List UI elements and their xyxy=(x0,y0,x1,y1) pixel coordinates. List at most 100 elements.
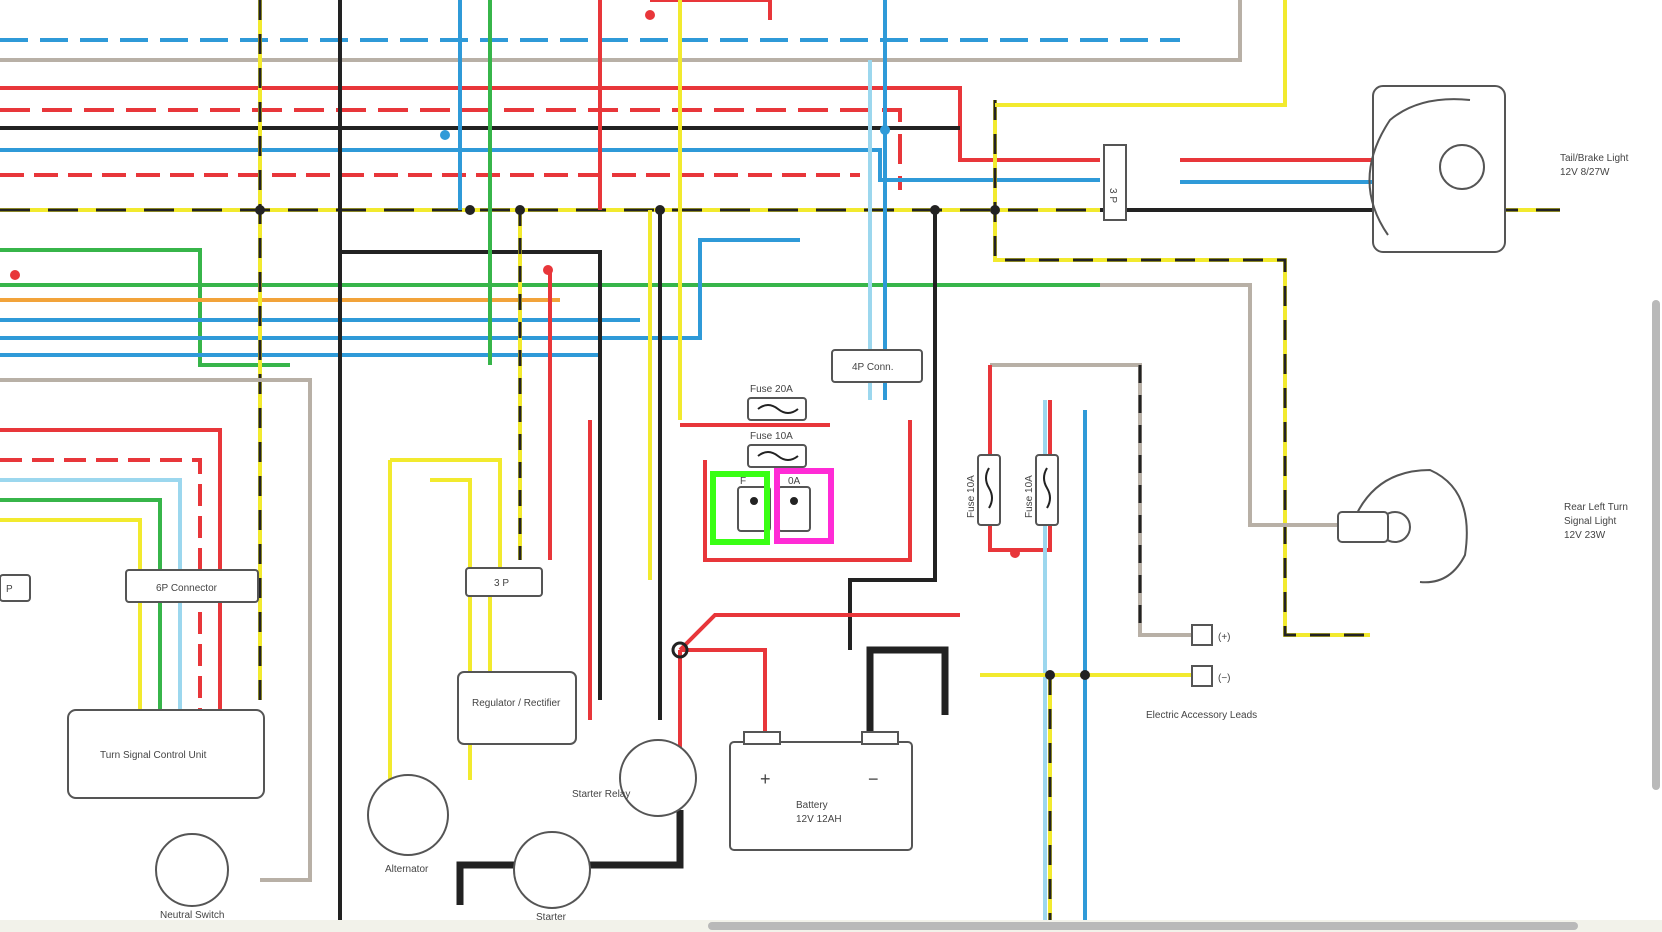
tail-brake-light-housing xyxy=(1372,85,1506,253)
connector-6p xyxy=(125,569,259,603)
tail-light-lens xyxy=(1368,98,1471,236)
label-battery: Battery xyxy=(796,800,828,811)
fuse-element xyxy=(1043,467,1051,509)
wire-red-black xyxy=(0,108,902,190)
label-conn-6p: 6P Connector xyxy=(156,583,218,594)
fuse-small-b xyxy=(777,486,811,532)
junction-dot xyxy=(465,205,475,215)
label-fuse-small-a: F xyxy=(740,476,746,487)
connector-p xyxy=(0,574,31,602)
label-alternator: Alternator xyxy=(385,864,429,875)
label-turn-signal-unit: Turn Signal Control Unit xyxy=(100,750,207,761)
alternator xyxy=(367,774,449,856)
label-rear-left-turn: Rear Left Turn xyxy=(1564,502,1628,513)
label-lead-plus: (+) xyxy=(1218,632,1231,643)
wire-gray-up xyxy=(1110,0,1242,62)
label-neutral-switch: Neutral Switch xyxy=(160,910,224,921)
junction-dot xyxy=(440,130,450,140)
junction-dot xyxy=(930,205,940,215)
wire-black-batt xyxy=(866,646,949,745)
label-conn-3p: 3 P xyxy=(494,578,509,589)
wire-blue-mid2 xyxy=(0,238,800,340)
lead-plus-terminal xyxy=(1191,624,1213,646)
wire-gray-turn xyxy=(1100,283,1355,527)
battery xyxy=(729,741,913,851)
junction-dot xyxy=(1010,548,1020,558)
label-electric-accessory: Electric Accessory Leads xyxy=(1146,710,1257,721)
fuse-element xyxy=(757,451,799,461)
junction-dot xyxy=(515,205,525,215)
fuse-element xyxy=(757,404,799,414)
label-fuse-small-b: 0A xyxy=(788,476,801,487)
wire-yb-up xyxy=(995,0,1287,107)
horizontal-scrollbar[interactable] xyxy=(708,922,1578,930)
wire-lb-low xyxy=(0,478,182,710)
wire-red-starter xyxy=(678,613,960,652)
label-tail-brake-light: Tail/Brake Light xyxy=(1560,153,1629,164)
junction-dot xyxy=(543,265,553,275)
label-lead-minus: (−) xyxy=(1218,673,1231,684)
junction-ring xyxy=(671,641,689,659)
wire-black-v8 xyxy=(848,210,937,650)
junction-dot xyxy=(1045,670,1055,680)
junction-dot xyxy=(880,125,890,135)
wire-red-batt xyxy=(680,648,767,745)
label-fuse-10a: Fuse 10A xyxy=(750,431,793,442)
turn-signal-socket xyxy=(1337,511,1389,543)
label-signal-light: Signal Light xyxy=(1564,516,1616,527)
junction-dot xyxy=(990,205,1000,215)
tail-light-bulb xyxy=(1439,144,1485,190)
battery-terminal-plus xyxy=(743,731,781,745)
fuse-contact xyxy=(750,497,758,505)
wire-black-relay xyxy=(600,810,684,869)
junction-dot xyxy=(10,270,20,280)
label-fuse-vertical-b: Fuse 10A xyxy=(1024,475,1035,518)
wire-black-vert xyxy=(338,0,602,700)
junction-dot xyxy=(655,205,665,215)
junction-dot xyxy=(645,10,655,20)
wire-yellow-low xyxy=(0,518,142,710)
wire-gray-low xyxy=(0,378,312,882)
label-tail-brake-spec: 12V 8/27W xyxy=(1560,167,1610,178)
label-battery-plus: + xyxy=(760,769,771,789)
junction-dot xyxy=(255,205,265,215)
highlight-green-box xyxy=(710,471,770,545)
wire-green xyxy=(0,248,290,367)
label-regulator: Regulator / Rectifier xyxy=(472,698,561,709)
lead-minus-terminal xyxy=(1191,665,1213,687)
label-signal-spec: 12V 23W xyxy=(1564,530,1606,541)
label-starter-relay: Starter Relay xyxy=(572,789,630,800)
label-fuse-vertical-a: Fuse 10A xyxy=(966,475,977,518)
label-conn-4p: 4P Conn. xyxy=(852,362,894,373)
wire-gray-acc xyxy=(990,363,1200,637)
neutral-switch xyxy=(155,833,229,907)
fuse-element xyxy=(985,467,993,509)
wire-green-low xyxy=(0,498,162,710)
wire-blue xyxy=(0,148,1100,182)
label-conn-3p-tail: 3 P xyxy=(1107,188,1118,203)
starter-relay xyxy=(619,739,697,817)
tail-connector xyxy=(1103,144,1127,221)
label-battery-spec: 12V 12AH xyxy=(796,814,842,825)
junction-dot xyxy=(1080,670,1090,680)
wire-red-box xyxy=(703,420,912,562)
wire-red xyxy=(0,86,1100,162)
label-starter: Starter xyxy=(536,912,567,923)
connector-3p xyxy=(465,567,543,597)
fuse-contact xyxy=(790,497,798,505)
label-conn-p: P xyxy=(6,584,13,595)
turn-signal-control-unit xyxy=(67,709,265,799)
wire-red-low xyxy=(0,428,222,710)
regulator-rectifier xyxy=(457,671,577,745)
starter-motor xyxy=(513,831,591,909)
battery-terminal-minus xyxy=(861,731,899,745)
wire-red-top xyxy=(650,0,772,20)
wire-red-low2 xyxy=(0,458,202,710)
highlight-magenta-box xyxy=(774,468,834,544)
connector-4p xyxy=(831,349,923,383)
vertical-scrollbar[interactable] xyxy=(1652,300,1660,790)
label-battery-minus: − xyxy=(868,769,879,789)
label-fuse-20a: Fuse 20A xyxy=(750,384,793,395)
